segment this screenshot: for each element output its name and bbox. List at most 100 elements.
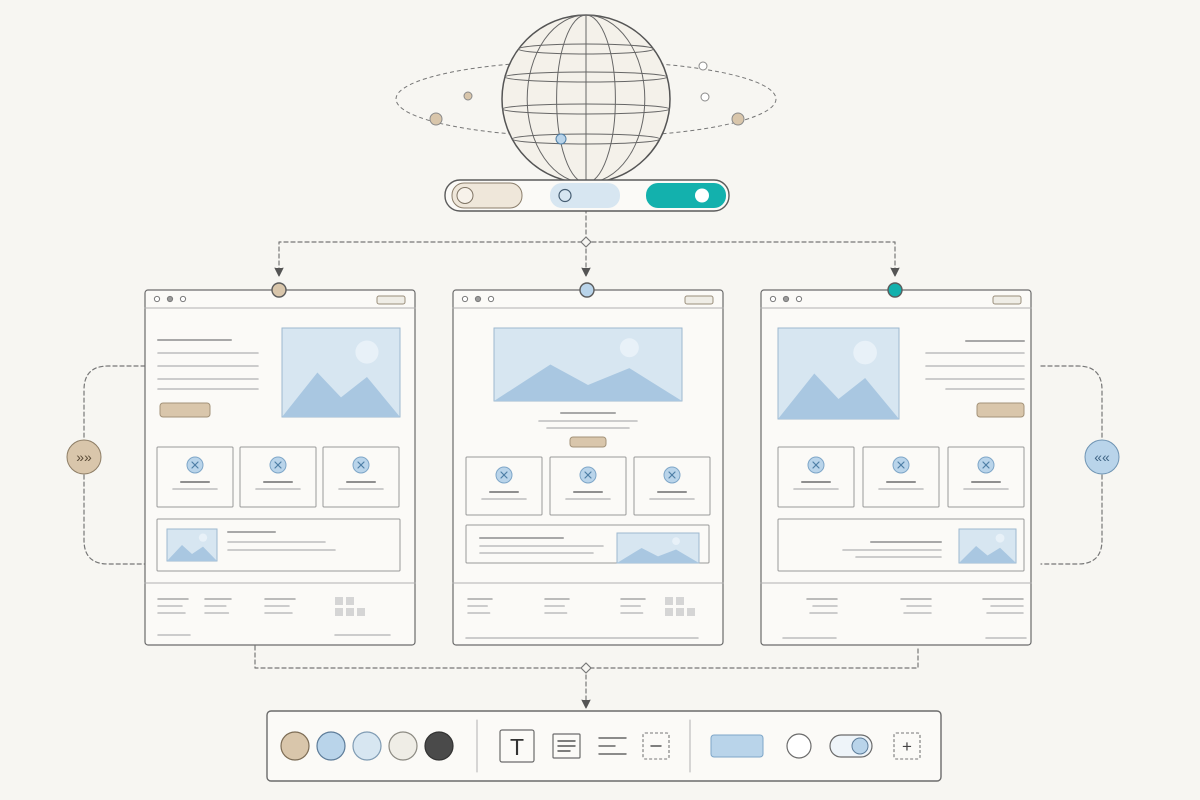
- footer-square: [676, 608, 684, 616]
- add-component-button[interactable]: +: [893, 732, 921, 760]
- button-component[interactable]: [710, 734, 764, 758]
- window-dot: [769, 295, 777, 303]
- footer-col-2: [900, 598, 932, 614]
- mountain-shape: [617, 548, 699, 563]
- footer-col-2: [204, 598, 232, 614]
- sun-shape: [619, 338, 639, 358]
- screen-indicator: [887, 282, 903, 298]
- window-dot: [795, 295, 803, 303]
- mountain-shape: [959, 546, 1016, 563]
- blue-segment-pill: [550, 183, 620, 208]
- color-swatch-1[interactable]: [316, 731, 346, 761]
- nav-pill: [376, 295, 406, 305]
- mountain-shape: [778, 373, 899, 419]
- feature-card-2: [322, 446, 400, 508]
- footer-square: [357, 608, 365, 616]
- color-swatch-4[interactable]: [424, 731, 454, 761]
- feature-card-frame: [322, 446, 400, 508]
- text-tool-frame: [499, 729, 535, 763]
- footer-square: [346, 608, 354, 616]
- feature-card-0: [777, 446, 855, 508]
- orbit-bead-4: [698, 61, 708, 71]
- component-toolbar: T+: [266, 710, 942, 782]
- feature-card-2: [633, 456, 711, 516]
- parallel-0: [518, 43, 654, 55]
- color-swatch-2[interactable]: [352, 731, 382, 761]
- arrow-head-1: [581, 267, 591, 277]
- toggle-component[interactable]: [829, 734, 873, 758]
- feature-card-2: [947, 446, 1025, 508]
- mountain-shape: [282, 372, 400, 417]
- button-component-pill: [710, 734, 764, 758]
- feature-icon-stroke: [897, 461, 905, 469]
- orbit-bead-0: [429, 112, 443, 126]
- sun-shape: [355, 340, 379, 364]
- toggle-component-knob: [851, 737, 869, 755]
- parallel-1: [504, 71, 668, 83]
- sun-shape: [853, 340, 877, 365]
- feature-icon-stroke: [812, 461, 820, 469]
- text-tool-button[interactable]: T: [499, 729, 535, 763]
- hero-cta: [569, 436, 607, 448]
- hero-cta: [976, 402, 1025, 418]
- toggle-bar: [444, 179, 730, 212]
- window-dot: [153, 295, 161, 303]
- feature-card-0: [465, 456, 543, 516]
- feature-card-frame: [549, 456, 627, 516]
- arrow-head-0: [274, 267, 284, 277]
- feature-icon-stroke: [191, 461, 199, 469]
- tan-segment[interactable]: [451, 182, 523, 209]
- footer-square: [346, 597, 354, 605]
- nav-left-label: »»: [76, 449, 92, 465]
- color-swatch-0[interactable]: [280, 731, 310, 761]
- connectors: [83, 159, 1103, 709]
- color-swatch-circle: [316, 731, 346, 761]
- feature-card-0: [156, 446, 234, 508]
- footer-square: [665, 597, 673, 605]
- orbit-bead-3: [700, 92, 710, 102]
- blue-segment[interactable]: [550, 183, 620, 208]
- footer-col-3: [620, 598, 646, 614]
- feature-card-frame: [465, 456, 543, 516]
- radio-component[interactable]: [786, 733, 812, 759]
- nav-left-button[interactable]: »»: [66, 439, 102, 475]
- mountain-shape: [167, 545, 217, 561]
- lines-icon[interactable]: [598, 737, 627, 755]
- nav-right-label: ««: [1094, 449, 1110, 465]
- footer-square: [335, 608, 343, 616]
- orbit-bead-2: [731, 112, 745, 126]
- feature-icon-stroke: [274, 461, 282, 469]
- hero-cta: [159, 402, 211, 418]
- feature-icon-stroke: [584, 471, 592, 479]
- window-dot: [474, 295, 482, 303]
- teal-segment-knob: [695, 188, 709, 203]
- globe-grid: [502, 14, 670, 184]
- teal-segment[interactable]: [646, 183, 726, 208]
- globe-icon: [395, 14, 777, 184]
- footer-squares: [665, 597, 695, 616]
- sun-shape: [995, 533, 1005, 543]
- connector-node: [580, 236, 592, 248]
- nav-right-button[interactable]: ««: [1084, 439, 1120, 475]
- color-swatch-circle: [424, 731, 454, 761]
- feature-icon-stroke: [357, 461, 365, 469]
- color-swatch-circle: [388, 731, 418, 761]
- footer-col-1: [157, 598, 189, 614]
- screen-right: [760, 282, 1032, 646]
- color-swatch-3[interactable]: [388, 731, 418, 761]
- text-block-icon[interactable]: [552, 733, 581, 759]
- feature-card-frame: [947, 446, 1025, 508]
- media-thumb: [958, 528, 1017, 564]
- blue-segment-knob: [558, 188, 572, 203]
- orbit-bead-1: [463, 91, 473, 101]
- arrow-head-2: [890, 267, 900, 277]
- hero-image: [777, 327, 900, 420]
- parallel-2: [502, 103, 670, 115]
- feature-icon-stroke: [982, 461, 990, 469]
- teal-segment-pill: [646, 183, 726, 208]
- footer-col-1: [467, 598, 493, 614]
- nav-pill: [684, 295, 714, 305]
- dashed-box-icon[interactable]: [642, 732, 670, 760]
- feature-card-1: [862, 446, 940, 508]
